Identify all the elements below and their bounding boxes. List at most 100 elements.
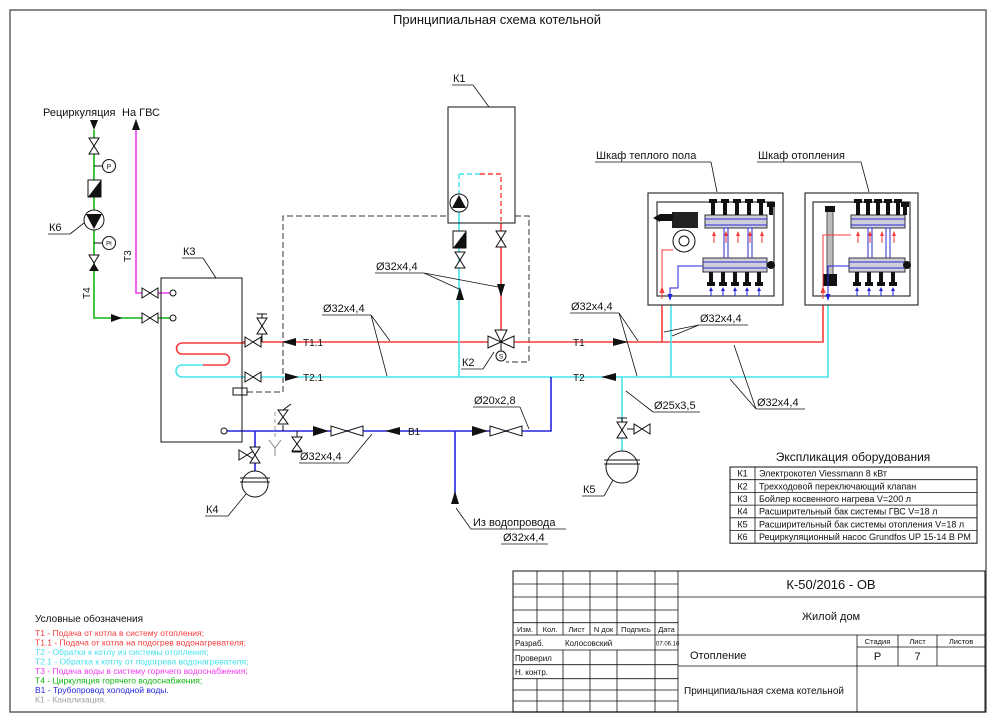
pipe-t2 — [243, 305, 829, 378]
equip-code: К6 — [737, 532, 747, 542]
manifold-supply-arrows-icon — [712, 231, 764, 243]
col-podpis: Подпись — [621, 625, 651, 634]
manifold-return-arrows-icon — [709, 287, 761, 296]
arrow-b1-left-icon — [385, 427, 400, 435]
col-izm: Изм. — [517, 625, 533, 634]
control-line-k2 — [506, 215, 530, 363]
legend-item: Т1.1 - Подача от котла на подогрев водон… — [35, 638, 246, 648]
manifold-bottom-ports-icon — [853, 272, 897, 286]
arrow-t4-right-icon — [111, 314, 122, 322]
manifold-return-arrows-icon — [855, 287, 895, 296]
dim-d32-t1-label: Ø32х4,4 — [571, 301, 613, 313]
gauge-p-label: P — [107, 164, 112, 171]
equip-code: К4 — [737, 507, 747, 517]
check-valve-k6-icon — [88, 254, 100, 271]
cabinet1-exit-arrows-icon — [659, 286, 673, 301]
t1-line-label: Т1 — [573, 338, 585, 349]
valve-t4-icon — [141, 312, 159, 324]
check-valve-b1-icon — [313, 425, 364, 437]
control-line-boiler-tank — [247, 215, 448, 393]
equip-desc: Расширительный бак системы ГВС V=18 л — [759, 507, 937, 517]
pressure-gauge-icon — [102, 159, 116, 173]
k3-label: К3 — [183, 246, 196, 258]
t11-line-label: Т1.1 — [303, 338, 323, 349]
pipe-t4 — [93, 130, 170, 319]
port-b1-icon — [220, 427, 228, 435]
valve-t11-icon — [244, 336, 262, 348]
drain-funnel-icon — [268, 439, 282, 456]
col-list: Лист — [568, 625, 585, 634]
k1-label: К1 — [453, 73, 466, 85]
to-gvs-label: На ГВС — [122, 107, 160, 119]
dim-d20-label: Ø20х2,8 — [474, 395, 516, 407]
thermo-gauge-icon — [102, 236, 116, 250]
cabinet-heating-label: Шкаф отопления — [758, 150, 845, 162]
manifold-bottom-ports-icon — [707, 272, 763, 286]
three-way-valve-k2: S — [487, 329, 515, 362]
recirculation-label: Рециркуляция — [43, 107, 116, 119]
k6-label: К6 — [49, 222, 62, 234]
valve-k4-icon — [238, 446, 261, 464]
arrow-t1-right-icon — [613, 338, 628, 346]
tank-k3 — [141, 277, 268, 443]
valve-boiler-return-icon — [454, 251, 466, 269]
drain-valve-b1-icon — [291, 431, 303, 453]
makeup-check-valve-icon — [472, 425, 523, 437]
b1-line-label: В1 — [408, 427, 421, 438]
k2-actuator-label: S — [499, 354, 504, 361]
arrow-recirculation-down-icon — [90, 120, 98, 130]
pipe-t1 — [243, 305, 824, 343]
arrow-boiler-supply-down-icon — [497, 284, 505, 297]
t2-line-label: Т2 — [573, 373, 585, 384]
sheets-label: Листов — [949, 637, 973, 646]
pipe-boiler-internal-red — [480, 173, 502, 221]
cabinet-heating — [804, 192, 919, 306]
equip-desc: Трехходовой переключающий клапан — [759, 481, 916, 491]
t21-line-label: Т2.1 — [303, 373, 323, 384]
manifold-top-ports-icon — [854, 199, 909, 215]
k5-label: К5 — [583, 484, 596, 496]
doc-number: К-50/2016 - ОВ — [786, 577, 875, 592]
k2-label: К2 — [462, 357, 475, 369]
equipment-table-title: Экспликация оборудования — [776, 450, 931, 464]
legend-item: К1 - Канализация. — [35, 695, 106, 705]
arrow-t11-left-icon — [282, 338, 296, 346]
valve-boiler-supply-icon — [495, 230, 507, 248]
safety-valve-t11-icon — [256, 313, 268, 342]
equip-desc: Электрокотел Viessmann 8 кВт — [759, 469, 887, 479]
safety-valve-k5-icon — [616, 417, 628, 439]
equipment-table: Экспликация оборудования К1 Электрокотел… — [729, 450, 978, 544]
manifold-end-valve-icon — [767, 261, 775, 269]
arrow-boiler-return-up-icon — [456, 287, 464, 300]
tank-coil-cold — [175, 364, 248, 378]
manifold-end-valve-icon — [903, 261, 911, 269]
sheet-label: Лист — [909, 637, 926, 646]
col-data: Дата — [658, 625, 675, 634]
t4-label: Т4 — [82, 287, 93, 299]
dim-d32-b1-label: Ø32х4,4 — [300, 451, 342, 463]
tank-sensor-icon — [232, 387, 248, 396]
equipment-rows: К1 Электрокотел Viessmann 8 кВт К2 Трехх… — [737, 469, 970, 542]
k2-actuator-icon — [495, 350, 507, 362]
pipe-network — [93, 130, 829, 503]
legend-item: Т4 - Циркуляция горячего водоснабжения; — [35, 676, 202, 686]
developed-date: 07.06.16 — [656, 642, 680, 648]
cabinet-warm-floor — [647, 192, 784, 306]
b1-fittings — [238, 403, 523, 464]
equip-desc: Бойлер косвенного нагрева V=200 л — [759, 494, 911, 504]
flow-arrows — [90, 119, 628, 504]
legend-item: Т2 - Обратка к котлу из системы отоплени… — [35, 647, 209, 657]
port-t4-icon — [169, 314, 177, 322]
from-water-label: Из водопровода — [473, 517, 556, 529]
stage-label: Стадия — [865, 637, 891, 646]
legend-item: Т2.1 - Обратка к котлу от подогрева водо… — [35, 657, 248, 667]
boiler-k1 — [447, 106, 516, 269]
recirculation-group-k6: P Pt — [83, 137, 116, 271]
stage-value: Р — [874, 651, 881, 663]
developed-label: Разраб. — [515, 639, 544, 648]
mixing-unit-icon — [672, 212, 698, 228]
col-kol: Кол. — [543, 625, 558, 634]
dim-d32-boiler-label: Ø32х4,4 — [376, 261, 418, 273]
arrow-t2-left-icon — [601, 373, 616, 381]
